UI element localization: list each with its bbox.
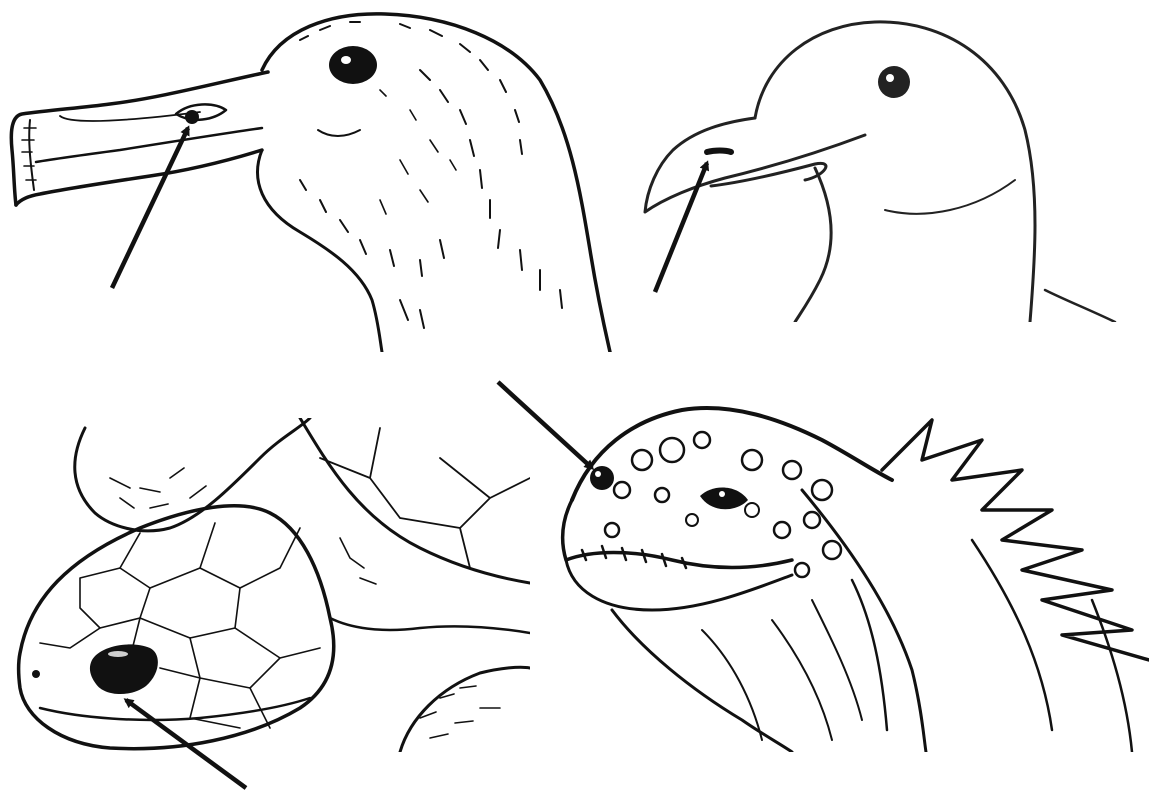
arrow-gull-nostril [655,163,707,292]
arrow-albatross-nostril [112,128,188,288]
arrow-iguana-nasal [498,382,592,468]
arrow-turtle-eye [126,700,246,788]
